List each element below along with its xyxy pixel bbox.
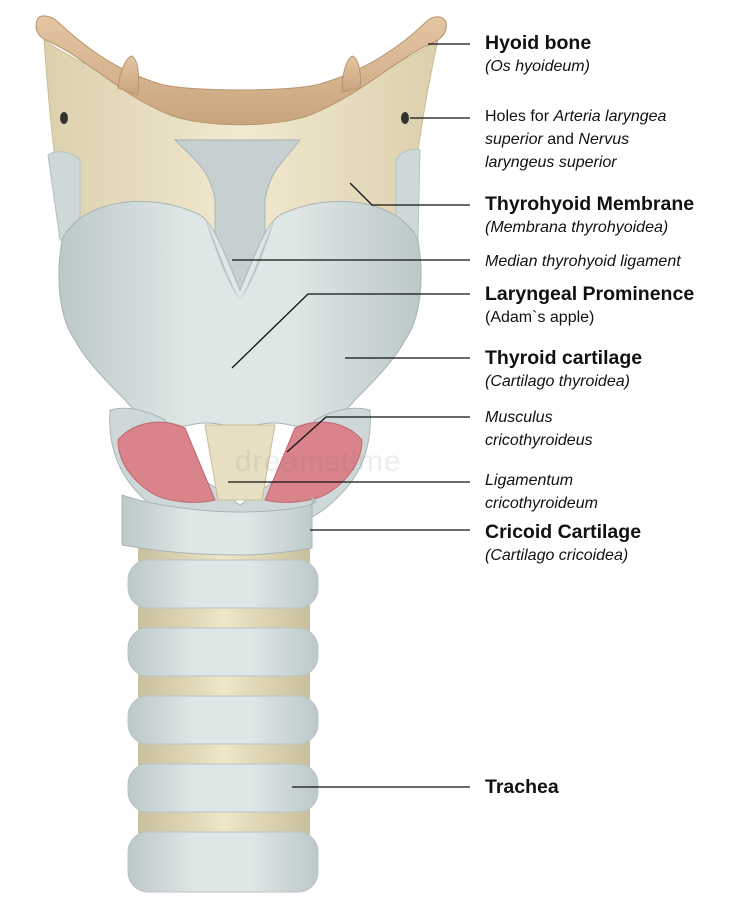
label-hyoid-bone: Hyoid bone (Os hyoideum) <box>485 32 592 75</box>
label-trachea: Trachea <box>485 776 559 798</box>
cricoid-cartilage-shape <box>121 494 317 556</box>
label-thyrohyoid-membrane: Thyrohyoid Membrane (Membrana thyrohyoid… <box>485 193 695 236</box>
cricothyroid-muscle-left <box>117 421 216 503</box>
label-thyroid-cartilage: Thyroid cartilage (Cartilago thyroidea) <box>485 347 643 390</box>
thyroid-cartilage-shape <box>58 200 422 431</box>
watermark: dreamstime <box>235 445 402 478</box>
hyoid-bone-shape <box>35 15 447 126</box>
tracheal-ring <box>127 763 319 813</box>
tracheal-ring <box>127 695 319 745</box>
leader-musculus <box>286 416 470 453</box>
trachea-shape <box>127 530 319 893</box>
leader-prominence <box>231 293 470 369</box>
label-cricoid-cartilage: Cricoid Cartilage (Cartilago cricoidea) <box>485 521 642 564</box>
tracheal-ring <box>127 627 319 677</box>
tracheal-ring <box>127 559 319 609</box>
tracheal-ring <box>127 831 319 893</box>
cricothyroid-ligament-shape <box>204 424 276 501</box>
label-laryngeal-prominence: Laryngeal Prominence (Adam`s apple) <box>485 283 695 326</box>
label-median-ligament: Median thyrohyoid ligament <box>485 253 681 270</box>
leader-membrane <box>349 182 470 206</box>
leader-lines <box>228 43 470 788</box>
hole-left <box>60 112 68 124</box>
hole-right <box>401 112 409 124</box>
label-holes: Holes for Arteria laryngea superior and … <box>485 108 667 171</box>
label-ligamentum-cricothyroideum: Ligamentum cricothyroideum <box>485 472 598 512</box>
label-musculus-cricothyroideus: Musculus cricothyroideus <box>485 409 593 449</box>
